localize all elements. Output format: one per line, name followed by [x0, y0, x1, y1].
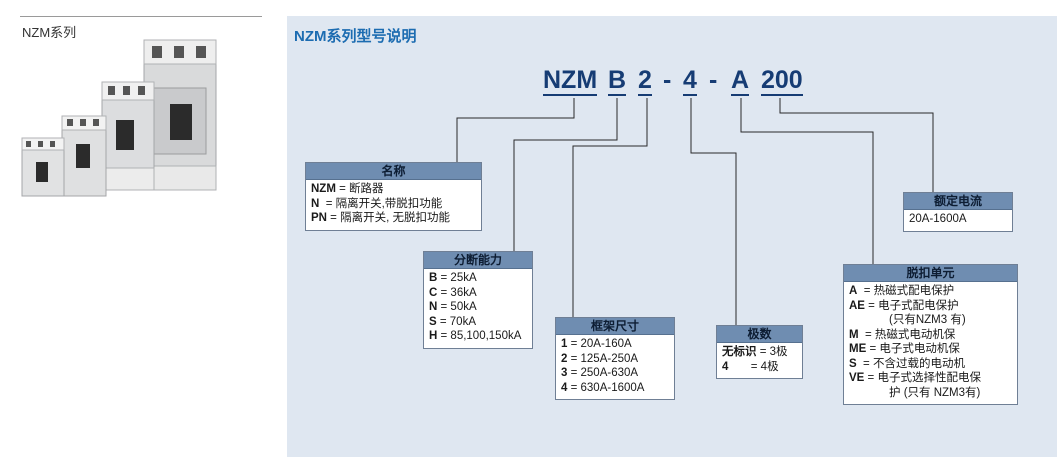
poles-row-text: = 3极 [756, 346, 788, 358]
poles-row: 4 = 4极 [722, 360, 797, 375]
code-release: A [731, 66, 750, 96]
left-divider [20, 16, 262, 17]
breaking-row-key: S [429, 315, 437, 328]
release-row-text: = 电子式选择性配电保 [864, 372, 981, 384]
name-row-key: N [311, 197, 320, 210]
release-row-key: ME [849, 343, 867, 355]
frame-row: 3 = 250A-630A [561, 366, 669, 381]
code-poles: 4 [683, 66, 697, 96]
release-row-key: M [849, 328, 859, 341]
release-row: M = 热磁式电动机保 [849, 328, 1012, 343]
release-row-text: = 热磁式电动机保 [858, 328, 956, 341]
release-box: 脱扣单元 A = 热磁式配电保护 AE = 电子式配电保护 (只有NZM3 有)… [843, 264, 1018, 405]
poles-box: 极数 无标识 = 3极 4 = 4极 [716, 325, 803, 379]
code-breaking: B [608, 66, 627, 96]
name-row-key: NZM [311, 183, 336, 195]
name-row-text: = 隔离开关,带脱扣功能 [319, 197, 443, 210]
release-row: S = 不含过载的电动机 [849, 357, 1012, 372]
release-row: ME = 电子式电动机保 [849, 342, 1012, 357]
name-row: PN = 隔离开关, 无脱扣功能 [311, 211, 476, 226]
breaker-unit-nzm4 [143, 39, 217, 191]
code-rated: 200 [761, 66, 803, 96]
poles-row: 无标识 = 3极 [722, 345, 797, 360]
poles-row-text: = 4极 [728, 360, 779, 373]
release-row-key: VE [849, 372, 865, 384]
breaking-row: N = 50kA [429, 300, 527, 315]
frame-box: 框架尺寸 1 = 20A-160A 2 = 125A-250A 3 = 250A… [555, 317, 675, 400]
poles-box-title: 极数 [717, 326, 802, 343]
rated-box: 额定电流 20A-1600A [903, 192, 1013, 232]
release-row-text: = 电子式电动机保 [866, 343, 960, 355]
release-row-note: (只有NZM3 有) [889, 314, 966, 326]
rated-row: 20A-1600A [909, 212, 1007, 227]
code-dash-2: - [709, 66, 718, 94]
panel-title: NZM系列型号说明 [294, 28, 417, 45]
breaking-row-text: = 85,100,150kA [437, 330, 522, 342]
breaking-row: S = 70kA [429, 315, 527, 330]
breaking-row: H = 85,100,150kA [429, 329, 527, 344]
poles-row-key: 4 [722, 360, 729, 373]
frame-row-key: 3 [561, 367, 568, 379]
frame-row-text: = 250A-630A [567, 367, 639, 379]
breaking-box: 分断能力 B = 25kA C = 36kA N = 50kA S = 70kA… [423, 251, 533, 349]
breaking-row: B = 25kA [429, 271, 527, 286]
code-frame: 2 [638, 66, 652, 96]
breaking-row-key: N [429, 301, 438, 313]
breaking-row: C = 36kA [429, 286, 527, 301]
breaking-row-key: C [429, 286, 438, 299]
frame-row-key: 2 [561, 352, 568, 365]
release-row-key: S [849, 357, 857, 370]
release-row-note: 护 (只有 NZM3有) [889, 386, 981, 399]
name-box: 名称 NZM = 断路器 N = 隔离开关,带脱扣功能 PN = 隔离开关, 无… [305, 162, 482, 231]
breaker-unit-nzm2 [61, 115, 107, 197]
breaker-unit-nzm3 [101, 81, 155, 191]
name-box-title: 名称 [306, 163, 481, 180]
breaking-box-title: 分断能力 [424, 252, 532, 269]
release-box-title: 脱扣单元 [844, 265, 1017, 282]
frame-row-text: = 125A-250A [567, 352, 639, 365]
name-row-key: PN [311, 212, 327, 224]
frame-box-title: 框架尺寸 [556, 318, 674, 335]
breaking-row-key: H [429, 330, 438, 342]
rated-box-title: 额定电流 [904, 193, 1012, 210]
release-row-text: = 电子式配电保护 [864, 299, 959, 312]
breaking-row-text: = 50kA [437, 301, 477, 313]
release-row: A = 热磁式配电保护 [849, 284, 1012, 299]
rated-row-text: 20A-1600A [909, 213, 967, 225]
release-row: VE = 电子式选择性配电保 [849, 371, 1012, 386]
frame-row: 2 = 125A-250A [561, 352, 669, 367]
frame-row-key: 1 [561, 338, 568, 350]
poles-row-key: 无标识 [722, 346, 757, 358]
code-nzm: NZM [543, 66, 598, 96]
name-row-text: = 隔离开关, 无脱扣功能 [326, 212, 450, 224]
frame-row: 4 = 630A-1600A [561, 381, 669, 396]
name-row: NZM = 断路器 [311, 182, 476, 197]
series-title: NZM系列 [22, 25, 77, 40]
breaking-row-text: = 36kA [437, 286, 477, 299]
breaking-row-key: B [429, 272, 438, 284]
breaker-unit-nzm1 [21, 137, 65, 197]
release-row-text: = 不含过载的电动机 [856, 357, 965, 370]
release-row-key: A [849, 285, 858, 297]
code-dash-1: - [663, 66, 672, 94]
release-row-text: = 热磁式配电保护 [857, 285, 955, 297]
name-row: N = 隔离开关,带脱扣功能 [311, 197, 476, 212]
name-row-text: = 断路器 [335, 183, 384, 195]
release-row: AE = 电子式配电保护 [849, 299, 1012, 314]
frame-row-text: = 630A-1600A [567, 381, 645, 394]
release-row-key: AE [849, 299, 865, 312]
frame-row: 1 = 20A-160A [561, 337, 669, 352]
breaking-row-text: = 25kA [437, 272, 477, 284]
frame-row-text: = 20A-160A [567, 338, 632, 350]
breaker-product-image [21, 39, 217, 197]
breaking-row-text: = 70kA [436, 315, 476, 328]
frame-row-key: 4 [561, 381, 568, 394]
